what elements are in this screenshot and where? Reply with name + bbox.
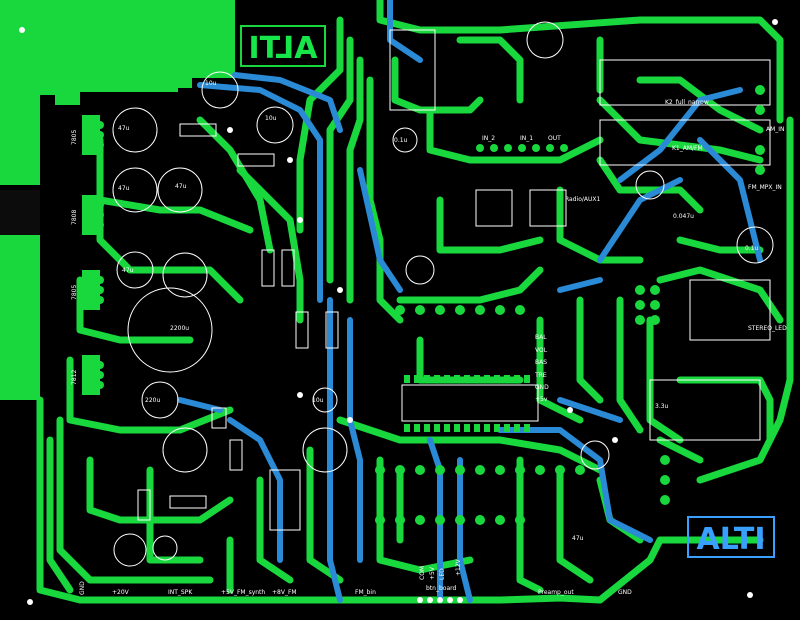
relay-outlines	[389, 29, 771, 441]
capacitor-value: 220u	[145, 397, 160, 404]
ic-main	[401, 384, 539, 422]
net-label: COM	[419, 566, 426, 580]
logo-top: ALTI	[249, 31, 318, 66]
capacitor-value: 47u	[175, 183, 187, 190]
logo-top-frame	[240, 25, 326, 67]
capacitor-value: 0.1u	[745, 245, 759, 252]
net-label: +5v	[535, 396, 548, 403]
net-label: INT_SPK	[168, 589, 193, 596]
net-label: K2_full_narrow	[665, 99, 709, 106]
capacitor-value: 0.047u	[673, 213, 694, 220]
net-label: TRE	[534, 372, 547, 379]
capacitor-value: 47u	[572, 535, 584, 542]
net-label: AM_IN	[766, 126, 785, 133]
net-label: Radio/AUX1	[565, 196, 600, 203]
capacitor-value: 47u	[122, 267, 134, 274]
logo-bottom: ALTI	[697, 522, 766, 557]
capacitor-outlines	[112, 21, 774, 567]
net-label: FM_bin	[355, 589, 376, 596]
ic-dip-1	[269, 189, 567, 531]
net-label: GND	[79, 581, 86, 595]
net-label: BAS	[535, 359, 547, 366]
regulator-label: 7808	[71, 210, 78, 225]
net-label: +5V_FM_synth	[221, 589, 265, 596]
net-label: IN_1	[520, 135, 533, 142]
net-label: STEREO_LED	[748, 325, 787, 332]
capacitor-value: 47u	[118, 125, 130, 132]
logo-bottom-frame	[687, 516, 775, 558]
net-label: IN_2	[482, 135, 495, 142]
capacitor-value: 3.3u	[655, 403, 669, 410]
capacitor-value: 10u	[205, 80, 217, 87]
ground-pour	[0, 0, 235, 185]
regulator-label: 7805	[71, 285, 78, 300]
net-label: VOL	[535, 347, 548, 354]
net-label: BAL	[535, 334, 547, 341]
net-label: GND	[535, 384, 549, 391]
regulator-label: 7812	[71, 370, 78, 385]
net-label: Preamp_out	[538, 589, 574, 596]
regulators: 7805 7808 7805 7812	[71, 115, 100, 395]
resistors	[137, 123, 339, 521]
net-label: +8V_FM	[272, 589, 297, 596]
capacitor-value: 10u	[265, 115, 277, 122]
capacitor-value: 0.1u	[394, 137, 408, 144]
net-labels: IN_2 IN_1 OUT K2_full_narrow K1_AM/FM Ra…	[79, 99, 787, 596]
capacitor-value: 47u	[118, 185, 130, 192]
capacitor-value: 10u	[312, 397, 324, 404]
net-label: GND	[618, 589, 632, 596]
net-label: FM_MPX_IN	[748, 184, 782, 191]
net-label: LED	[439, 568, 446, 580]
net-label: +5V	[429, 566, 436, 580]
net-label: btn_board	[426, 585, 456, 592]
net-label: +12V	[455, 558, 462, 576]
pads	[19, 19, 778, 605]
net-label: +20V	[112, 589, 130, 596]
net-label: K1_AM/FM	[672, 145, 703, 152]
net-label: OUT	[548, 135, 561, 142]
capacitor-value: 2200u	[170, 325, 189, 332]
regulator-label: 7805	[71, 130, 78, 145]
